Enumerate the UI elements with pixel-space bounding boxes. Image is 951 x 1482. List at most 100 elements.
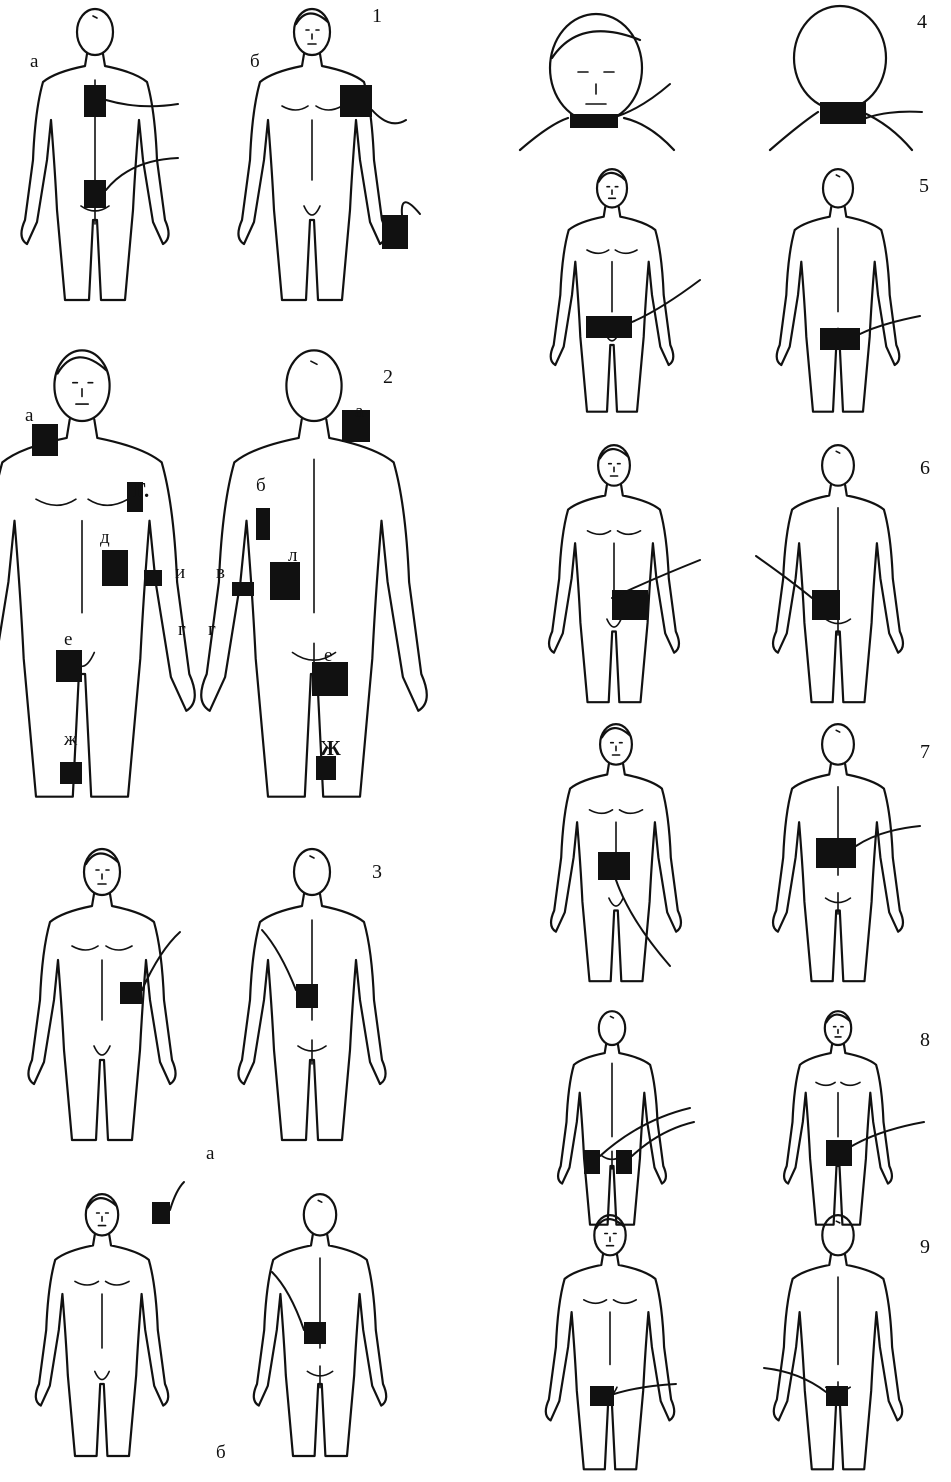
fig3b-back-head bbox=[304, 1194, 336, 1235]
fig8-wire-1 bbox=[600, 1108, 690, 1156]
fig5-pad-front bbox=[586, 316, 632, 338]
fig9-pad-front bbox=[590, 1386, 614, 1406]
fig1-front-chest bbox=[282, 106, 342, 110]
fig9-front-head bbox=[594, 1215, 625, 1255]
fig7-front-face bbox=[611, 743, 622, 755]
fig9-wire-back bbox=[764, 1368, 826, 1392]
fig8-front-face bbox=[834, 1027, 844, 1037]
fig3a-front-face bbox=[96, 870, 109, 884]
fig2-pad-e-back bbox=[312, 662, 348, 696]
fig3b-back-hair-tuft bbox=[318, 1200, 322, 1202]
label-2g-back: г bbox=[208, 620, 216, 639]
label-2l: л bbox=[288, 546, 297, 565]
figure-number-2: 2 bbox=[383, 367, 393, 387]
fig2-front-face bbox=[73, 383, 93, 404]
fig2-front-abdomen bbox=[70, 521, 95, 667]
label-1b: б bbox=[250, 52, 260, 71]
fig9-front-chest bbox=[584, 1300, 636, 1304]
fig1-front-face bbox=[306, 30, 319, 44]
fig5-front-face bbox=[607, 187, 618, 199]
fig2-pad-i bbox=[144, 570, 162, 586]
fig2-front-head bbox=[54, 350, 109, 421]
fig7-pad-front bbox=[598, 852, 630, 880]
fig1-pad-shoulder bbox=[340, 85, 372, 117]
fig5-back-hair-tuft bbox=[836, 175, 839, 177]
fig4-front-head bbox=[550, 14, 642, 122]
fig1-pad-lumbar bbox=[84, 180, 106, 208]
fig3b-front-head bbox=[86, 1194, 118, 1235]
fig3a-front-abdomen bbox=[94, 960, 110, 1055]
fig9-back-hair-tuft bbox=[836, 1221, 840, 1223]
label-2e-front: е bbox=[64, 630, 72, 649]
fig1-wire-3 bbox=[372, 110, 406, 123]
fig2-pad-l bbox=[270, 562, 300, 600]
fig4-back-head bbox=[794, 6, 886, 110]
fig9-wire-front bbox=[614, 1384, 676, 1394]
label-2e-back: е bbox=[324, 646, 332, 665]
fig3a-back-hair-tuft bbox=[310, 856, 314, 858]
fig4-front-hair bbox=[552, 31, 640, 58]
figure-number-8: 8 bbox=[920, 1030, 930, 1050]
label-2g-bold: Г. bbox=[133, 480, 149, 501]
fig1-back-head bbox=[77, 9, 113, 55]
label-2a-front: а bbox=[25, 406, 33, 425]
fig9-front-abdomen bbox=[603, 1312, 617, 1395]
fig3b-front-chest bbox=[75, 1281, 129, 1285]
fig2-front-outline bbox=[0, 420, 195, 797]
fig5-back-head bbox=[823, 169, 853, 207]
fig2-front-chest bbox=[36, 499, 128, 505]
fig9-back-spine bbox=[826, 1277, 850, 1403]
fig4-back-pad bbox=[820, 102, 866, 124]
fig2-pad-v bbox=[232, 582, 254, 596]
label-3b: б bbox=[216, 1443, 226, 1462]
label-2i: и bbox=[175, 563, 185, 582]
fig7-wire-back bbox=[856, 826, 920, 846]
fig3a-pad-front bbox=[120, 982, 142, 1004]
fig4-front-pad bbox=[570, 114, 618, 128]
figure-number-1: 1 bbox=[372, 6, 382, 26]
fig1-front-abdomen bbox=[304, 120, 320, 215]
fig3b-front-abdomen bbox=[95, 1294, 109, 1380]
figure-number-6: 6 bbox=[920, 458, 930, 478]
fig3b-pad-front bbox=[152, 1202, 170, 1224]
fig2-front-hair bbox=[58, 357, 107, 373]
fig4-front-face bbox=[578, 72, 614, 104]
fig3b-front-face bbox=[97, 1213, 109, 1226]
label-3a: а bbox=[206, 1144, 214, 1163]
fig1-pad-forearm bbox=[382, 215, 408, 249]
fig7-wire-front bbox=[616, 880, 670, 966]
fig1-wire-2 bbox=[106, 158, 178, 190]
fig8-wire-front bbox=[852, 1122, 924, 1146]
figure-number-7: 7 bbox=[920, 742, 930, 762]
fig7-front-chest bbox=[590, 810, 643, 814]
fig8-pad-left bbox=[584, 1150, 600, 1174]
fig6-back-head bbox=[822, 445, 854, 486]
fig8-pad-right bbox=[616, 1150, 632, 1174]
fig5-front-head bbox=[597, 169, 627, 207]
fig1-wire-4 bbox=[402, 202, 420, 215]
fig2-pad-b-back bbox=[256, 508, 270, 540]
fig1-front-head bbox=[294, 9, 330, 55]
fig2-back-hair-tuft bbox=[311, 361, 317, 364]
fig3a-back-head bbox=[294, 849, 330, 895]
fig8-front-chest bbox=[816, 1082, 860, 1085]
figure-number-4: 4 bbox=[917, 12, 927, 32]
fig9-back-head bbox=[822, 1215, 853, 1255]
fig3a-pad-back bbox=[296, 984, 318, 1008]
label-2zh-front: ж bbox=[64, 730, 77, 749]
fig3b-wire-1 bbox=[170, 1182, 184, 1210]
fig2-pad-zh-front bbox=[60, 762, 82, 784]
label-2zh-back: Ж bbox=[320, 738, 341, 759]
fig2-pad-d bbox=[102, 550, 128, 586]
fig6-back-hair-tuft bbox=[836, 451, 840, 453]
fig7-back-hair-tuft bbox=[836, 730, 840, 732]
fig7-back-head bbox=[822, 724, 854, 765]
figure-number-3: 3 bbox=[372, 862, 382, 882]
fig3b-pad-back bbox=[304, 1322, 326, 1344]
fig6-front-chest bbox=[588, 531, 641, 535]
fig9-pad-back bbox=[826, 1386, 848, 1406]
figure-number-9: 9 bbox=[920, 1237, 930, 1257]
fig7-pad-back bbox=[816, 838, 856, 868]
label-2v: в bbox=[216, 563, 225, 582]
